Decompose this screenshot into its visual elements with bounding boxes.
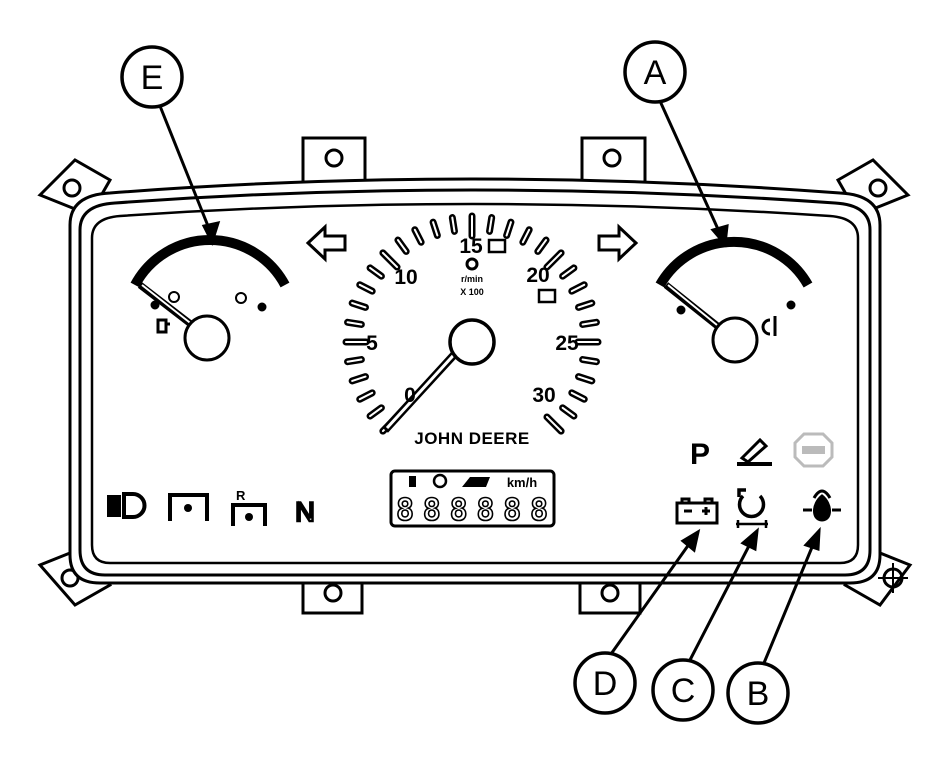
callout-E: E <box>120 45 184 109</box>
tach-tick <box>369 406 383 418</box>
temperature-gauge-icon <box>655 236 813 364</box>
tach-tick <box>451 216 456 233</box>
tach-label-15: 15 <box>459 235 483 258</box>
stop-icon <box>793 432 834 468</box>
left-turn-arrow-icon <box>305 223 347 263</box>
reverse-marker: R <box>236 488 246 503</box>
callout-C: C <box>651 658 715 722</box>
svg-text:E: E <box>141 59 164 97</box>
tach-tick <box>351 375 367 382</box>
oil-pressure-icon <box>803 489 841 522</box>
tach-tick <box>488 216 493 233</box>
tach-tick <box>358 391 374 401</box>
tach-label-20: 20 <box>526 264 549 287</box>
callout-leaders <box>158 100 821 664</box>
tach-tick <box>351 302 367 309</box>
housing-inner <box>78 188 872 577</box>
tach-tick <box>413 228 423 244</box>
tach-tick <box>545 251 563 269</box>
tach-label-10: 10 <box>394 266 417 289</box>
tach-tick <box>358 283 374 293</box>
headlight-icon <box>107 492 147 519</box>
tach-tick <box>561 406 575 418</box>
panel-face <box>90 202 860 565</box>
tach-tick <box>577 375 593 382</box>
tach-tick <box>505 221 512 237</box>
neutral-indicator: N <box>295 497 315 527</box>
tach-multiplier: X 100 <box>460 287 484 297</box>
tach-tick <box>346 358 363 363</box>
tach-tick <box>369 266 383 278</box>
engine-speed-icon <box>465 257 479 271</box>
callout-A: A <box>623 40 687 104</box>
tach-label-0: 0 <box>404 384 416 407</box>
tach-tick <box>346 321 363 326</box>
tach-tick <box>545 415 563 433</box>
tach-tick <box>521 228 531 244</box>
tach-tick <box>381 251 399 269</box>
tach-tick <box>577 302 593 309</box>
lcd-unit: km/h <box>507 475 537 490</box>
tach-tick <box>581 358 598 363</box>
tach-tick <box>536 239 548 253</box>
svg-text:C: C <box>671 672 696 710</box>
tach-tick <box>570 283 586 293</box>
hydraulic-filter-icon <box>736 488 768 528</box>
park-brake-icon: P <box>690 438 710 471</box>
callout-B: B <box>726 661 790 725</box>
tach-tick <box>570 391 586 401</box>
callout-D: D <box>573 651 637 715</box>
tach-label-25: 25 <box>555 332 579 355</box>
tach-tick <box>432 221 439 237</box>
tach-tick <box>581 321 598 326</box>
tach-label-5: 5 <box>366 332 378 355</box>
tach-tick <box>396 239 408 253</box>
svg-text:A: A <box>644 54 667 92</box>
tach-label-30: 30 <box>532 384 555 407</box>
reverse-pto-icon: R <box>231 488 267 526</box>
tach-tick <box>561 266 575 278</box>
tachometer: 0 5 10 15 20 25 30 r/min X 100 JOHN DEER… <box>366 235 579 448</box>
tach-unit: r/min <box>461 274 483 284</box>
brand-logo: JOHN DEERE <box>414 429 530 448</box>
pto-icon <box>168 493 209 521</box>
wrench-service-icon <box>737 437 772 466</box>
svg-text:B: B <box>747 675 770 713</box>
right-turn-arrow-icon <box>597 223 639 263</box>
svg-text:D: D <box>593 665 618 703</box>
battery-icon <box>675 497 719 525</box>
